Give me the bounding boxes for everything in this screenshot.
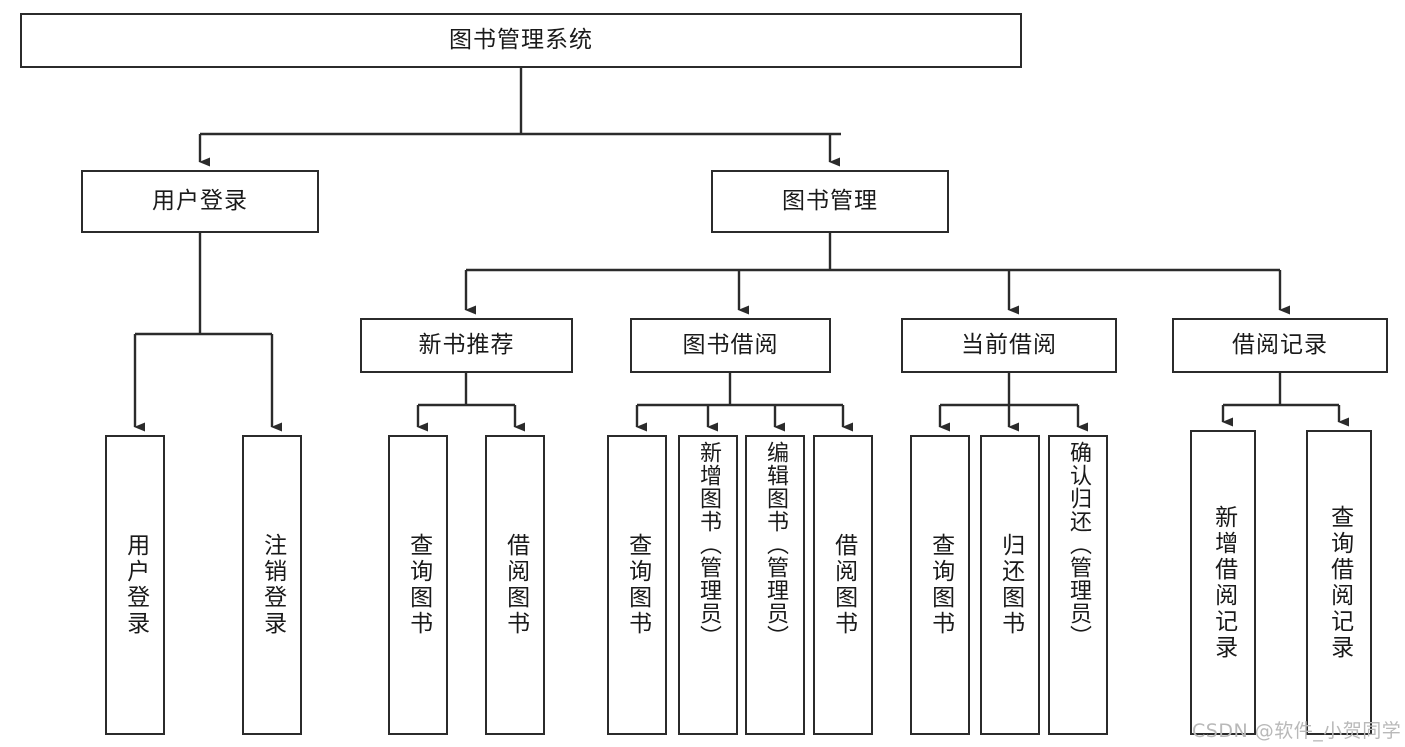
node-book-borrow[interactable]: 图书借阅: [630, 318, 831, 373]
leaf-add-borrow-record-label: 新增借阅记录: [1210, 504, 1237, 661]
leaf-logout-login-label: 注销登录: [259, 533, 286, 637]
leaf-confirm-return-admin[interactable]: 确认归还（管理员）: [1048, 435, 1108, 735]
leaf-query-borrow-record-label: 查询借阅记录: [1326, 504, 1353, 661]
leaf-query-book-current[interactable]: 查询图书: [910, 435, 970, 735]
leaf-borrow-book-borrow-label: 借阅图书: [830, 533, 857, 637]
leaf-borrow-book-borrow[interactable]: 借阅图书: [813, 435, 873, 735]
leaf-query-book-recommend-label: 查询图书: [405, 533, 432, 637]
node-user-login-label: 用户登录: [152, 187, 248, 214]
leaf-add-borrow-record[interactable]: 新增借阅记录: [1190, 430, 1256, 735]
node-current-borrow-label: 当前借阅: [961, 331, 1057, 358]
leaf-borrow-book-recommend-label: 借阅图书: [502, 533, 529, 637]
leaf-user-login[interactable]: 用户登录: [105, 435, 165, 735]
node-book-management[interactable]: 图书管理: [711, 170, 949, 233]
node-book-borrow-label: 图书借阅: [682, 331, 779, 358]
leaf-logout-login[interactable]: 注销登录: [242, 435, 302, 735]
leaf-query-borrow-record[interactable]: 查询借阅记录: [1306, 430, 1372, 735]
leaf-query-book-current-label: 查询图书: [927, 533, 954, 637]
leaf-add-book-admin-label: 新增图书（管理员）: [695, 441, 721, 648]
node-root[interactable]: 图书管理系统: [20, 13, 1022, 68]
leaf-return-book-label: 归还图书: [997, 533, 1024, 637]
leaf-edit-book-admin[interactable]: 编辑图书（管理员）: [745, 435, 805, 735]
leaf-user-login-label: 用户登录: [122, 533, 149, 637]
node-current-borrow[interactable]: 当前借阅: [901, 318, 1117, 373]
node-borrow-record-label: 借阅记录: [1232, 331, 1328, 358]
leaf-confirm-return-admin-label: 确认归还（管理员）: [1065, 441, 1091, 648]
leaf-query-book-borrow[interactable]: 查询图书: [607, 435, 667, 735]
node-new-book-recommend-label: 新书推荐: [418, 331, 515, 358]
leaf-query-book-recommend[interactable]: 查询图书: [388, 435, 448, 735]
leaf-query-book-borrow-label: 查询图书: [624, 533, 651, 637]
leaf-borrow-book-recommend[interactable]: 借阅图书: [485, 435, 545, 735]
node-user-login[interactable]: 用户登录: [81, 170, 319, 233]
leaf-return-book[interactable]: 归还图书: [980, 435, 1040, 735]
node-borrow-record[interactable]: 借阅记录: [1172, 318, 1388, 373]
node-root-label: 图书管理系统: [449, 26, 593, 53]
leaf-add-book-admin[interactable]: 新增图书（管理员）: [678, 435, 738, 735]
node-book-management-label: 图书管理: [782, 187, 878, 214]
node-new-book-recommend[interactable]: 新书推荐: [360, 318, 573, 373]
leaf-edit-book-admin-label: 编辑图书（管理员）: [762, 441, 788, 648]
csdn-watermark: CSDN @软件_小贺同学: [1192, 716, 1401, 743]
csdn-watermark-text: CSDN @软件_小贺同学: [1192, 720, 1402, 742]
